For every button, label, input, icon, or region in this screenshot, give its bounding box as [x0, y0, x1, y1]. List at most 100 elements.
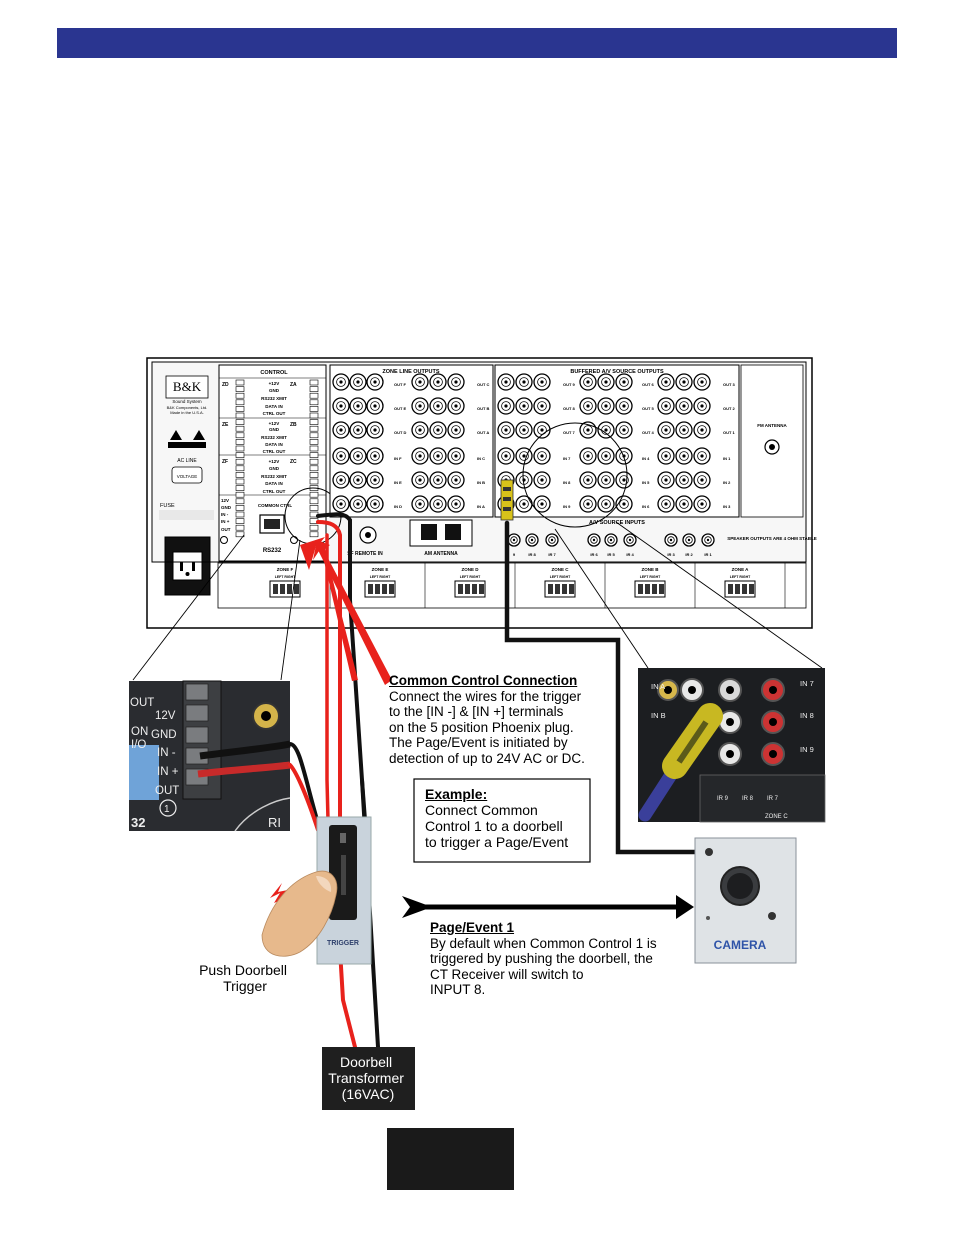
jack-label: OUT 6 [642, 382, 655, 387]
photo-label: GND [151, 729, 177, 741]
control-pin-label: RS232 XMIT [261, 435, 287, 440]
jack-label: OUT A [477, 430, 489, 435]
terminal-pin-icon [235, 531, 245, 538]
jack-label: IN E [394, 480, 402, 485]
arrow-icon [313, 540, 358, 681]
terminal-pin-icon [235, 491, 245, 498]
callout-lines [132, 521, 823, 681]
brand-made: Made in the U.S.A. [170, 410, 204, 415]
ir-label: IR 5 [607, 552, 615, 557]
jack-label: OUT D [394, 430, 407, 435]
finger-icon [261, 870, 338, 957]
photo-label: 12V [155, 710, 176, 722]
control-pin-label: CTRL OUT [263, 449, 286, 454]
control-pin-label: DATA IN [265, 442, 282, 447]
zone-label: ZF [222, 459, 228, 465]
jack-label: IN 9 [563, 504, 571, 509]
control-pin-label: GND [269, 466, 280, 471]
ir-label: IR 8 [528, 552, 536, 557]
page-event-caption: Page/Event 1 By default when Common Cont… [430, 920, 700, 998]
common-control-title: Common Control Connection [389, 673, 578, 688]
jack-label: IN 5 [642, 480, 650, 485]
speaker-note: SPEAKER OUTPUTS ARE 4 OHM STABLE [727, 536, 817, 541]
example-title: Example: [425, 786, 488, 802]
zone-sub-label: LEFT RIGHT [550, 575, 571, 579]
voltage-label: VOLTAGE [177, 474, 198, 479]
brand-area: B&K Sound System B&K Components, Ltd. Ma… [159, 375, 214, 596]
photo-label: 32 [131, 815, 145, 830]
terminal-pin-icon [235, 432, 245, 439]
photo-label: IN A [651, 682, 665, 691]
photo-label: OUT [130, 697, 154, 709]
red-wire-branch [325, 533, 330, 822]
ir-label: 9 [513, 552, 516, 557]
photo-label: IN 8 [800, 711, 814, 720]
video-plug-on-receiver [500, 479, 514, 521]
jack-label: IN C [477, 456, 485, 461]
common-control-line: on the 5 position Phoenix plug. [389, 719, 574, 735]
common-control-line: to the [IN -] & [IN +] terminals [389, 704, 564, 719]
terminal-pin-icon [235, 452, 245, 458]
jack-label: OUT F [394, 382, 407, 387]
photo-label: I/O [131, 739, 146, 751]
brand-company: B&K Components, Ltd. [167, 405, 208, 410]
terminal-pin-icon [309, 399, 319, 406]
terminal-pin-icon [235, 472, 245, 478]
fm-antenna-area: FM ANTENNA SPEAKER OUTPUTS ARE 4 OHM STA… [727, 364, 817, 541]
jack-label: OUT 4 [642, 430, 655, 435]
camera: CAMERA [694, 837, 797, 964]
am-terminal-icon [421, 524, 437, 540]
photo-label: IR 9 [717, 796, 729, 802]
jack-label: IN 6 [642, 504, 650, 509]
jack-label: OUT B [477, 406, 490, 411]
doorbell-transformer: Doorbell Transformer (16VAC) [322, 1047, 415, 1110]
zone-sub-label: LEFT RIGHT [460, 575, 481, 579]
common-pin-label: OUT [221, 527, 231, 532]
terminal-pin-icon [309, 379, 319, 386]
terminal-pin-icon [309, 458, 319, 465]
terminal-pin-icon [235, 505, 245, 511]
brand-logo: B&K [173, 379, 202, 394]
terminal-pin-icon [235, 412, 245, 419]
arrow-head-icon [676, 895, 694, 919]
jack-label: IN 4 [642, 456, 650, 461]
control-pin-label: GND [269, 427, 280, 432]
page-event-line: By default when Common Control 1 is [430, 935, 657, 951]
common-control-line: The Page/Event is initiated by [389, 735, 568, 750]
control-title: CONTROL [260, 370, 288, 376]
black-wire-photo [199, 740, 291, 760]
terminal-pin-icon [309, 505, 319, 511]
photo-label: 1 [164, 804, 170, 815]
jack-label: IN A [477, 504, 485, 509]
page-number-box [387, 1128, 514, 1190]
jack-label: OUT 9 [563, 382, 576, 387]
arrow-icon [300, 537, 392, 685]
control-pin-label: +12V [269, 381, 280, 386]
red-wire-photo [197, 761, 291, 778]
terminal-pin-icon [235, 458, 245, 465]
jack-label: IN 8 [563, 480, 571, 485]
photo-label: IR 8 [742, 796, 754, 802]
zone-sub-label: LEFT RIGHT [730, 575, 751, 579]
photo-label: IR 7 [767, 796, 779, 802]
jack-label: OUT 2 [723, 406, 736, 411]
control-pin-label: RS232 XMIT [261, 474, 287, 479]
page-event-line: INPUT 8. [430, 982, 486, 997]
ir-label: IR 1 [704, 552, 712, 557]
video-cable [504, 520, 703, 855]
camera-label: CAMERA [714, 938, 767, 952]
example-line: to trigger a Page/Event [425, 834, 569, 850]
terminal-pin-icon [235, 419, 245, 425]
am-terminal-icon [445, 524, 461, 540]
example-line: Control 1 to a doorbell [425, 818, 563, 834]
control-block: CONTROL ZD ZE ZF ZA ZB ZC +12V GND RS232… [218, 364, 342, 562]
page-event-line: CT Receiver will switch to [430, 966, 584, 982]
zone-line-outputs-title: ZONE LINE OUTPUTS [382, 369, 439, 375]
zone-label: ZD [222, 382, 229, 388]
zone-label: ZONE D [461, 567, 479, 572]
remote-in-label: SF REMOTE IN [347, 551, 383, 557]
terminal-pin-icon [235, 478, 245, 485]
terminal-pin-icon [235, 439, 245, 445]
push-doorbell-caption: Push Doorbell Trigger [199, 962, 291, 994]
common-pin-label: IN - [221, 512, 229, 517]
